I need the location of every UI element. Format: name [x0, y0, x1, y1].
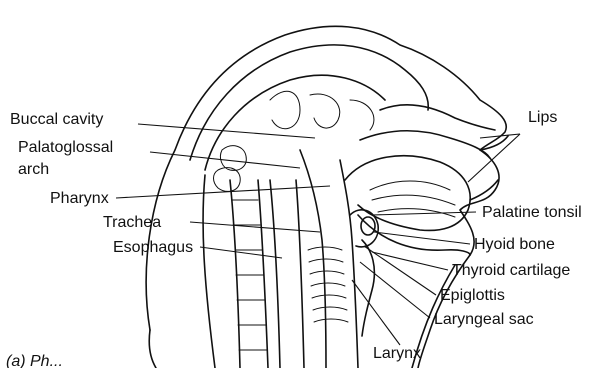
label-thyroid-cartilage: Thyroid cartilage	[452, 262, 570, 279]
leader-larynx	[352, 280, 400, 345]
label-esophagus: Esophagus	[113, 239, 193, 256]
label-trachea: Trachea	[103, 214, 161, 231]
nasal-and-oral-region	[345, 105, 508, 255]
leader-palatine-tonsil	[372, 212, 476, 215]
labels: Buccal cavity Palatoglossal arch Pharynx…	[6, 109, 582, 368]
label-lips: Lips	[528, 109, 557, 126]
leader-palatoglossal-arch	[150, 152, 300, 168]
leader-laryngeal-sac	[360, 262, 430, 318]
label-palatine-tonsil: Palatine tonsil	[482, 204, 582, 221]
label-palatoglossal-arch-line2: arch	[18, 161, 49, 178]
leader-hyoid-bone	[374, 232, 470, 244]
label-pharynx: Pharynx	[50, 190, 109, 207]
label-laryngeal-sac: Laryngeal sac	[434, 311, 534, 328]
leader-thyroid-cartilage	[372, 252, 448, 270]
figure-caption: (a) Ph...	[6, 353, 63, 368]
pharynx-and-airway	[214, 146, 379, 368]
label-epiglottis: Epiglottis	[440, 287, 505, 304]
leader-trachea	[190, 222, 320, 232]
label-palatoglossal-arch-line1: Palatoglossal	[18, 139, 113, 156]
label-hyoid-bone: Hyoid bone	[474, 236, 555, 253]
leader-esophagus	[200, 247, 282, 258]
label-buccal-cavity: Buccal cavity	[10, 111, 103, 128]
label-larynx: Larynx	[373, 345, 421, 362]
